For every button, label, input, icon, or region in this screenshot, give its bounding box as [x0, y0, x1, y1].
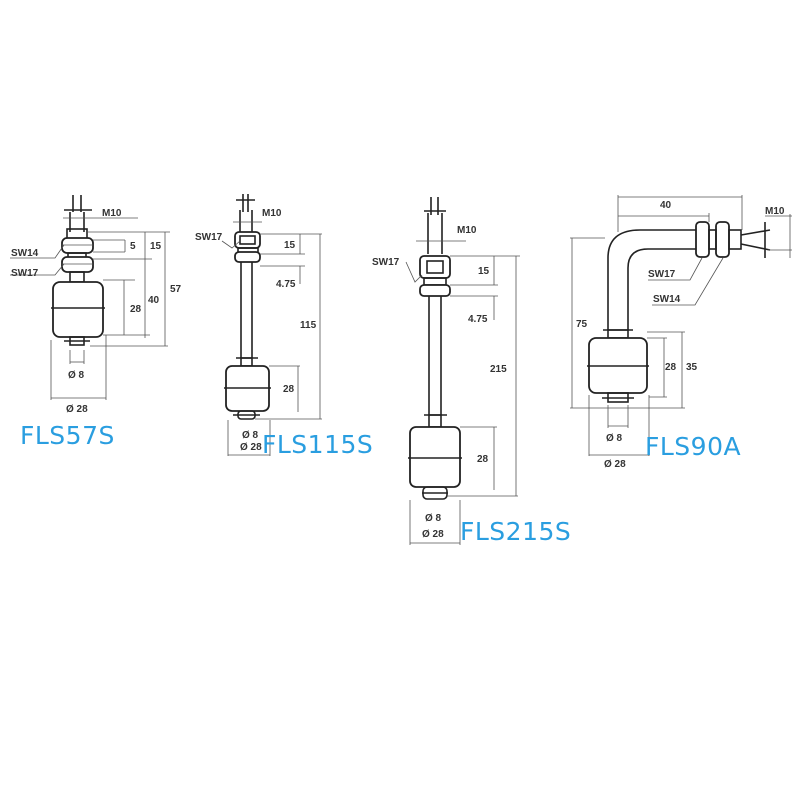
dimension-label: 215 [490, 364, 507, 375]
dimension-label: Ø 28 [240, 442, 262, 453]
dimension-label: 40 [660, 200, 672, 211]
drawing-fls57s: M10 SW14 SW17 5 15 28 40 57 Ø 8 Ø 28 [10, 195, 182, 415]
dimension-label: 4.75 [276, 279, 296, 290]
dimension-label: 40 [148, 295, 160, 306]
thread-label: M10 [102, 208, 122, 219]
model-label-fls57s: FLS57S [20, 421, 115, 450]
dimension-label: Ø 28 [422, 529, 444, 540]
dimension-label: Ø 8 [606, 433, 623, 444]
dimension-label: Ø 8 [68, 370, 85, 381]
dimension-label: Ø 28 [66, 404, 88, 415]
wrench-size-label: SW17 [372, 257, 400, 268]
dimension-label: 115 [300, 320, 317, 331]
model-label-fls90a: FLS90A [645, 432, 742, 461]
dimension-label: 5 [130, 241, 136, 252]
dimension-label: 28 [665, 362, 677, 373]
dimension-label: 4.75 [468, 314, 488, 325]
thread-label: M10 [262, 208, 282, 219]
dimension-label: 28 [477, 454, 489, 465]
dimension-label: 75 [576, 319, 588, 330]
wrench-size-label: SW14 [11, 248, 39, 259]
dimension-label: Ø 8 [425, 513, 442, 524]
drawing-fls115s: M10 SW17 15 4.75 115 28 Ø 8 Ø 28 [195, 194, 322, 456]
drawing-fls215s: M10 SW17 15 4.75 215 28 Ø 8 Ø 28 [372, 197, 520, 545]
dimension-label: 15 [284, 240, 296, 251]
wrench-size-label: SW17 [11, 268, 39, 279]
dimension-label: 15 [150, 241, 162, 252]
thread-label: M10 [457, 225, 477, 236]
wrench-size-label: SW17 [195, 232, 223, 243]
dimension-label: 15 [478, 266, 490, 277]
dimension-label: 57 [170, 284, 182, 295]
model-label-fls215s: FLS215S [460, 517, 572, 546]
dimension-label: Ø 8 [242, 430, 259, 441]
thread-label: M10 [765, 206, 785, 217]
dimension-label: 28 [283, 384, 295, 395]
dimension-label: 28 [130, 304, 142, 315]
wrench-size-label: SW14 [653, 294, 681, 305]
model-label-fls115s: FLS115S [262, 430, 374, 459]
dimension-label: 35 [686, 362, 698, 373]
wrench-size-label: SW17 [648, 269, 676, 280]
drawing-fls90a: 40 M10 SW17 SW14 75 28 35 Ø 8 Ø 28 [570, 195, 792, 470]
dimension-label: Ø 28 [604, 459, 626, 470]
